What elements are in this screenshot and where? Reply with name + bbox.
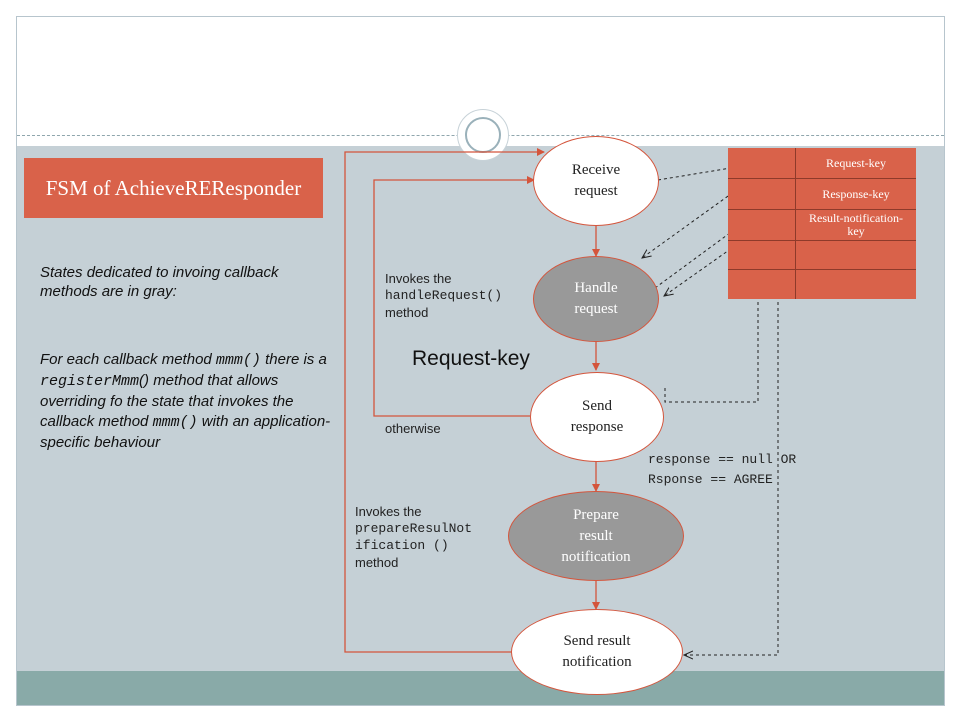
state-label: Send result notification (562, 633, 632, 670)
edge-otherwise-loop (373, 176, 535, 417)
key-cell-empty (796, 270, 916, 299)
state-label: Prepare result notification (561, 506, 631, 565)
annotation-line: Invokes the (355, 504, 422, 519)
key-cell-empty (796, 241, 916, 269)
dash-send-response-link (664, 230, 758, 403)
state-send-result-notification: Send result notification (511, 609, 683, 695)
table-divider (728, 240, 916, 241)
footer-band (17, 671, 944, 705)
key-cell-result-notification: Result-notification-key (809, 211, 903, 238)
handle-request-annotation: Invokes the handleRequest() method (385, 270, 502, 321)
condition-label: response == null OR Rsponse == AGREE (648, 450, 796, 490)
slide-title: FSM of AchieveREResponder (24, 158, 323, 218)
note-text-a: For each callback method (40, 351, 216, 368)
state-label: Handle request (574, 280, 618, 317)
annotation-line: method (355, 555, 399, 570)
state-label: Receive request (571, 162, 621, 199)
note-code-register: registerMmm (40, 373, 140, 390)
table-divider (795, 148, 796, 299)
note-code-mmm-2: mmm() (152, 414, 198, 431)
table-divider (728, 269, 916, 270)
gray-states-note-text: States dedicated to invoing callback met… (40, 264, 279, 300)
otherwise-label: otherwise (385, 421, 441, 436)
condition-line-1: response == null OR (648, 452, 797, 467)
slide-title-text: FSM of AchieveREResponder (45, 176, 302, 200)
table-divider (728, 178, 916, 179)
state-handle-request: Handle request (533, 256, 659, 342)
prepare-notification-annotation: Invokes the prepareResulNot ification ()… (355, 503, 472, 571)
key-table: Request-key Response-key Result-notifica… (728, 148, 916, 299)
annotation-code: handleRequest() (385, 288, 503, 303)
note-text-d: with an application-specific behaviour (40, 413, 331, 451)
state-send-response: Send response (530, 372, 664, 462)
dash-result-notification-link (684, 224, 779, 655)
key-cell-response: Response-key (822, 186, 890, 201)
callback-override-note: For each callback method mmm() there is … (40, 350, 335, 453)
state-label: Send response (570, 398, 624, 435)
state-receive-request: Receive request (533, 136, 659, 226)
note-text-c: () method that allows overriding fo the … (40, 372, 294, 430)
annotation-line: Invokes the (385, 271, 452, 286)
gray-states-note: States dedicated to invoing callback met… (40, 263, 280, 301)
annotation-code: ification () (355, 538, 449, 553)
note-text-b: there is a (260, 351, 327, 368)
table-divider (728, 209, 916, 210)
condition-line-2: Rsponse == AGREE (648, 472, 773, 487)
key-cell-request: Request-key (826, 155, 886, 170)
annotation-line: method (385, 305, 429, 320)
annotation-code: prepareResulNot (355, 521, 473, 536)
note-code-mmm: mmm() (215, 352, 261, 369)
request-key-label: Request-key (412, 347, 530, 370)
state-prepare-result-notification: Prepare result notification (508, 491, 684, 581)
edge-restart-loop (344, 148, 545, 653)
